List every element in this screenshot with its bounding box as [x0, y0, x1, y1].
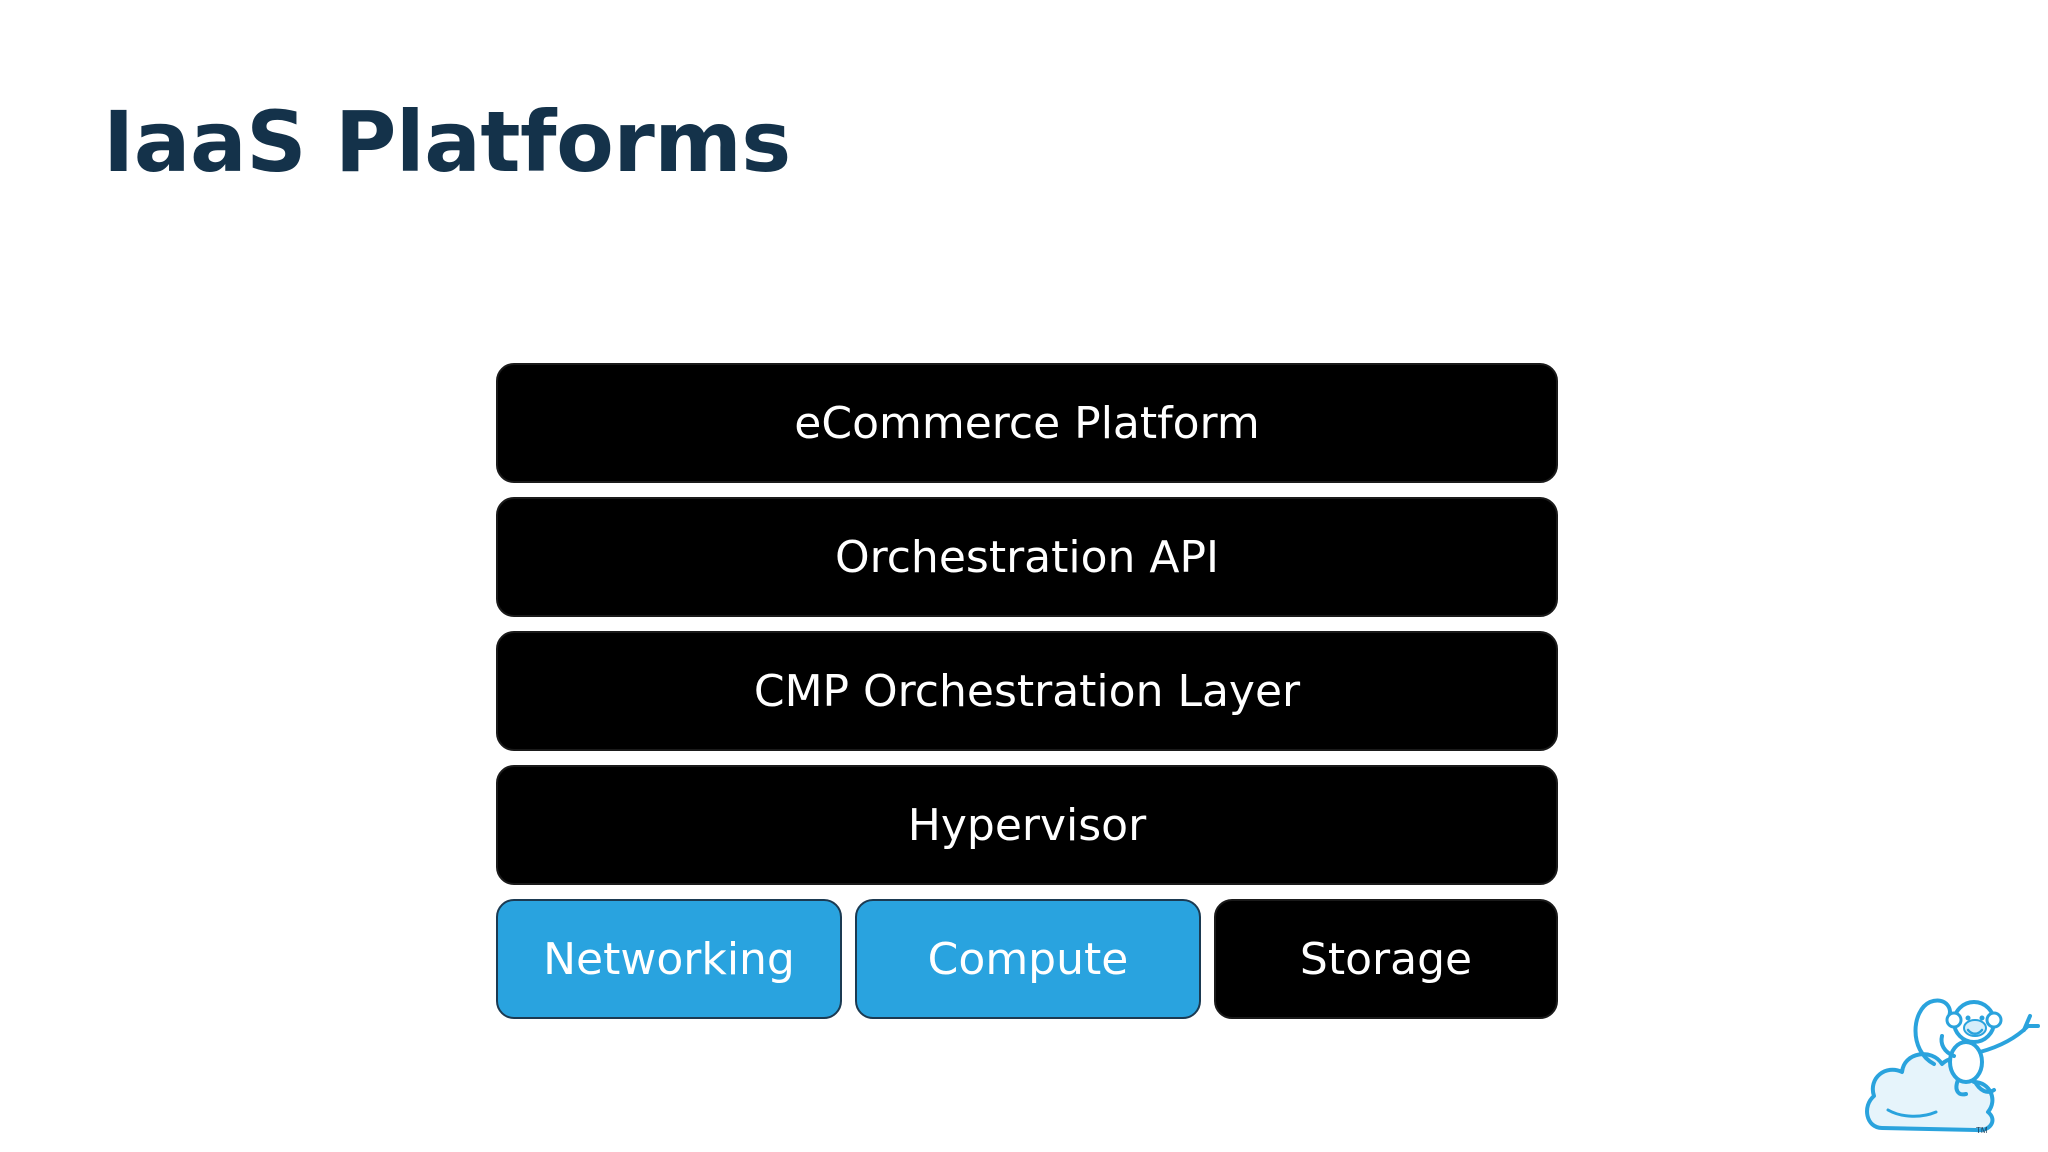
- trademark-mark: TM: [1976, 1126, 1988, 1135]
- layer-hypervisor: Hypervisor: [496, 765, 1558, 885]
- layer-networking: Networking: [496, 899, 842, 1019]
- slide-title: IaaS Platforms: [103, 93, 791, 191]
- cloud-monkey-logo-icon: TM: [1862, 990, 2048, 1140]
- layer-storage: Storage: [1214, 899, 1558, 1019]
- layer-ecommerce-platform: eCommerce Platform: [496, 363, 1558, 483]
- layer-compute: Compute: [855, 899, 1201, 1019]
- layer-orchestration-api: Orchestration API: [496, 497, 1558, 617]
- layer-cmp-orchestration: CMP Orchestration Layer: [496, 631, 1558, 751]
